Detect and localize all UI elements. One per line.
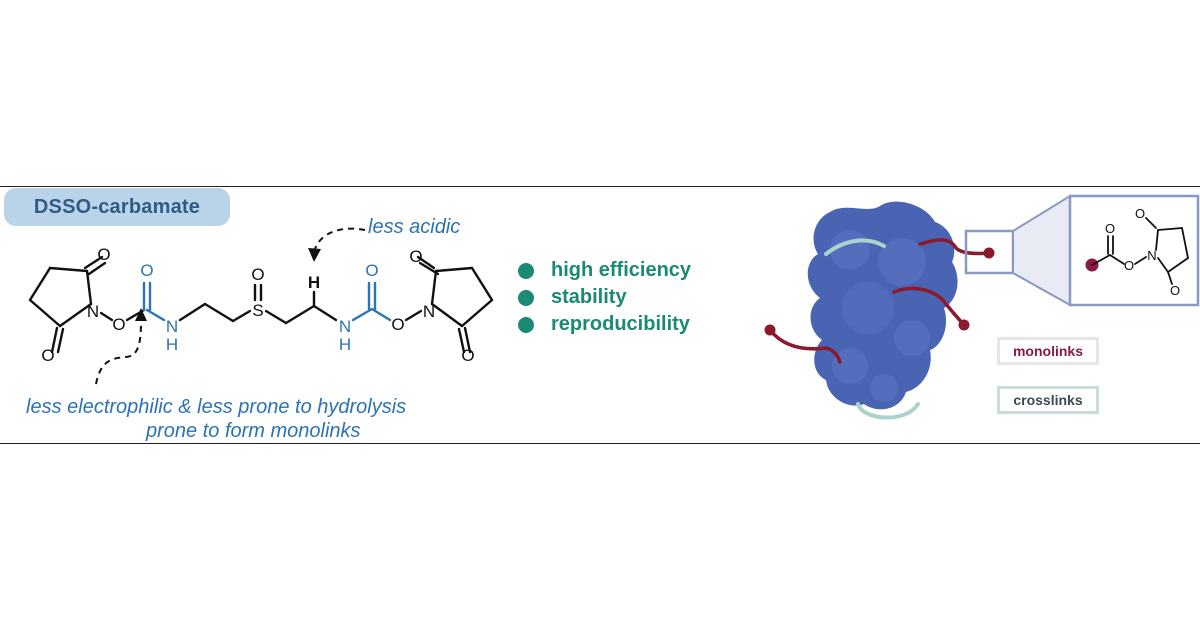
- atom-o: O: [365, 261, 378, 280]
- atom-o: O: [251, 265, 264, 284]
- left-carbamate: [142, 281, 166, 322]
- right-carbamate: [351, 281, 392, 322]
- feature-label: high efficiency: [551, 259, 692, 281]
- legend-monolinks-label: monolinks: [1012, 343, 1083, 359]
- atom-h: H: [308, 273, 320, 292]
- bottom-divider: [0, 443, 1200, 444]
- feature-label: reproducibility: [551, 313, 690, 335]
- atom-o: O: [1105, 221, 1115, 236]
- bullet-icon: [518, 289, 534, 306]
- bullet-icon: [518, 262, 534, 279]
- dashed-arrow-icon: [308, 227, 366, 262]
- dashed-arrow-icon: [95, 308, 147, 385]
- atom-o: O: [1170, 283, 1180, 298]
- monolink-strand: [768, 328, 842, 364]
- feature-item: reproducibility: [518, 311, 691, 338]
- feature-label: stability: [551, 286, 627, 308]
- atom-h: H: [166, 335, 178, 354]
- feature-item: high efficiency: [518, 257, 691, 284]
- zoom-callout-icon: [964, 194, 1200, 307]
- atom-n: N: [1147, 248, 1156, 263]
- feature-list: high efficiency stability reproducibilit…: [518, 257, 691, 338]
- title-pill: DSSO-carbamate: [4, 188, 230, 226]
- atom-o: O: [1135, 206, 1145, 221]
- diagram-title: DSSO-carbamate: [33, 195, 201, 218]
- monolink-end: [983, 247, 995, 259]
- atom-o: O: [41, 346, 54, 365]
- monolinks-note: prone to form monolinks: [146, 420, 361, 442]
- crosslink-strand: [824, 238, 886, 256]
- atom-o: O: [140, 261, 153, 280]
- atom-h: H: [339, 335, 351, 354]
- atom-o: O: [461, 346, 474, 365]
- atom-s: S: [252, 301, 263, 320]
- legend-crosslinks: crosslinks: [997, 386, 1099, 414]
- feature-item: stability: [518, 284, 691, 311]
- left-succinimide-ring: [28, 255, 107, 354]
- less-acidic-note: less acidic: [368, 216, 461, 238]
- atom-n: N: [87, 302, 99, 321]
- protein-blob-icon: [807, 201, 958, 410]
- top-divider: [0, 186, 1200, 187]
- monolink-strand: [918, 238, 991, 256]
- atom-n: N: [423, 302, 435, 321]
- monolink-end: [958, 319, 970, 331]
- atom-o: O: [97, 245, 110, 264]
- atom-o: O: [112, 315, 125, 334]
- atom-n: N: [339, 317, 351, 336]
- monolink-strand: [892, 286, 966, 327]
- legend-monolinks: monolinks: [997, 337, 1099, 365]
- atom-o: O: [409, 247, 422, 266]
- atom-o: O: [391, 315, 404, 334]
- crosslink-strand: [856, 402, 920, 420]
- electrophilic-note: less electrophilic & less prone to hydro…: [26, 396, 407, 418]
- atom-o: O: [1124, 258, 1134, 273]
- bullet-icon: [518, 316, 534, 333]
- right-succinimide-ring: [416, 255, 494, 354]
- monolink-end: [764, 324, 776, 336]
- atom-n: N: [166, 317, 178, 336]
- legend-crosslinks-label: crosslinks: [1013, 392, 1083, 408]
